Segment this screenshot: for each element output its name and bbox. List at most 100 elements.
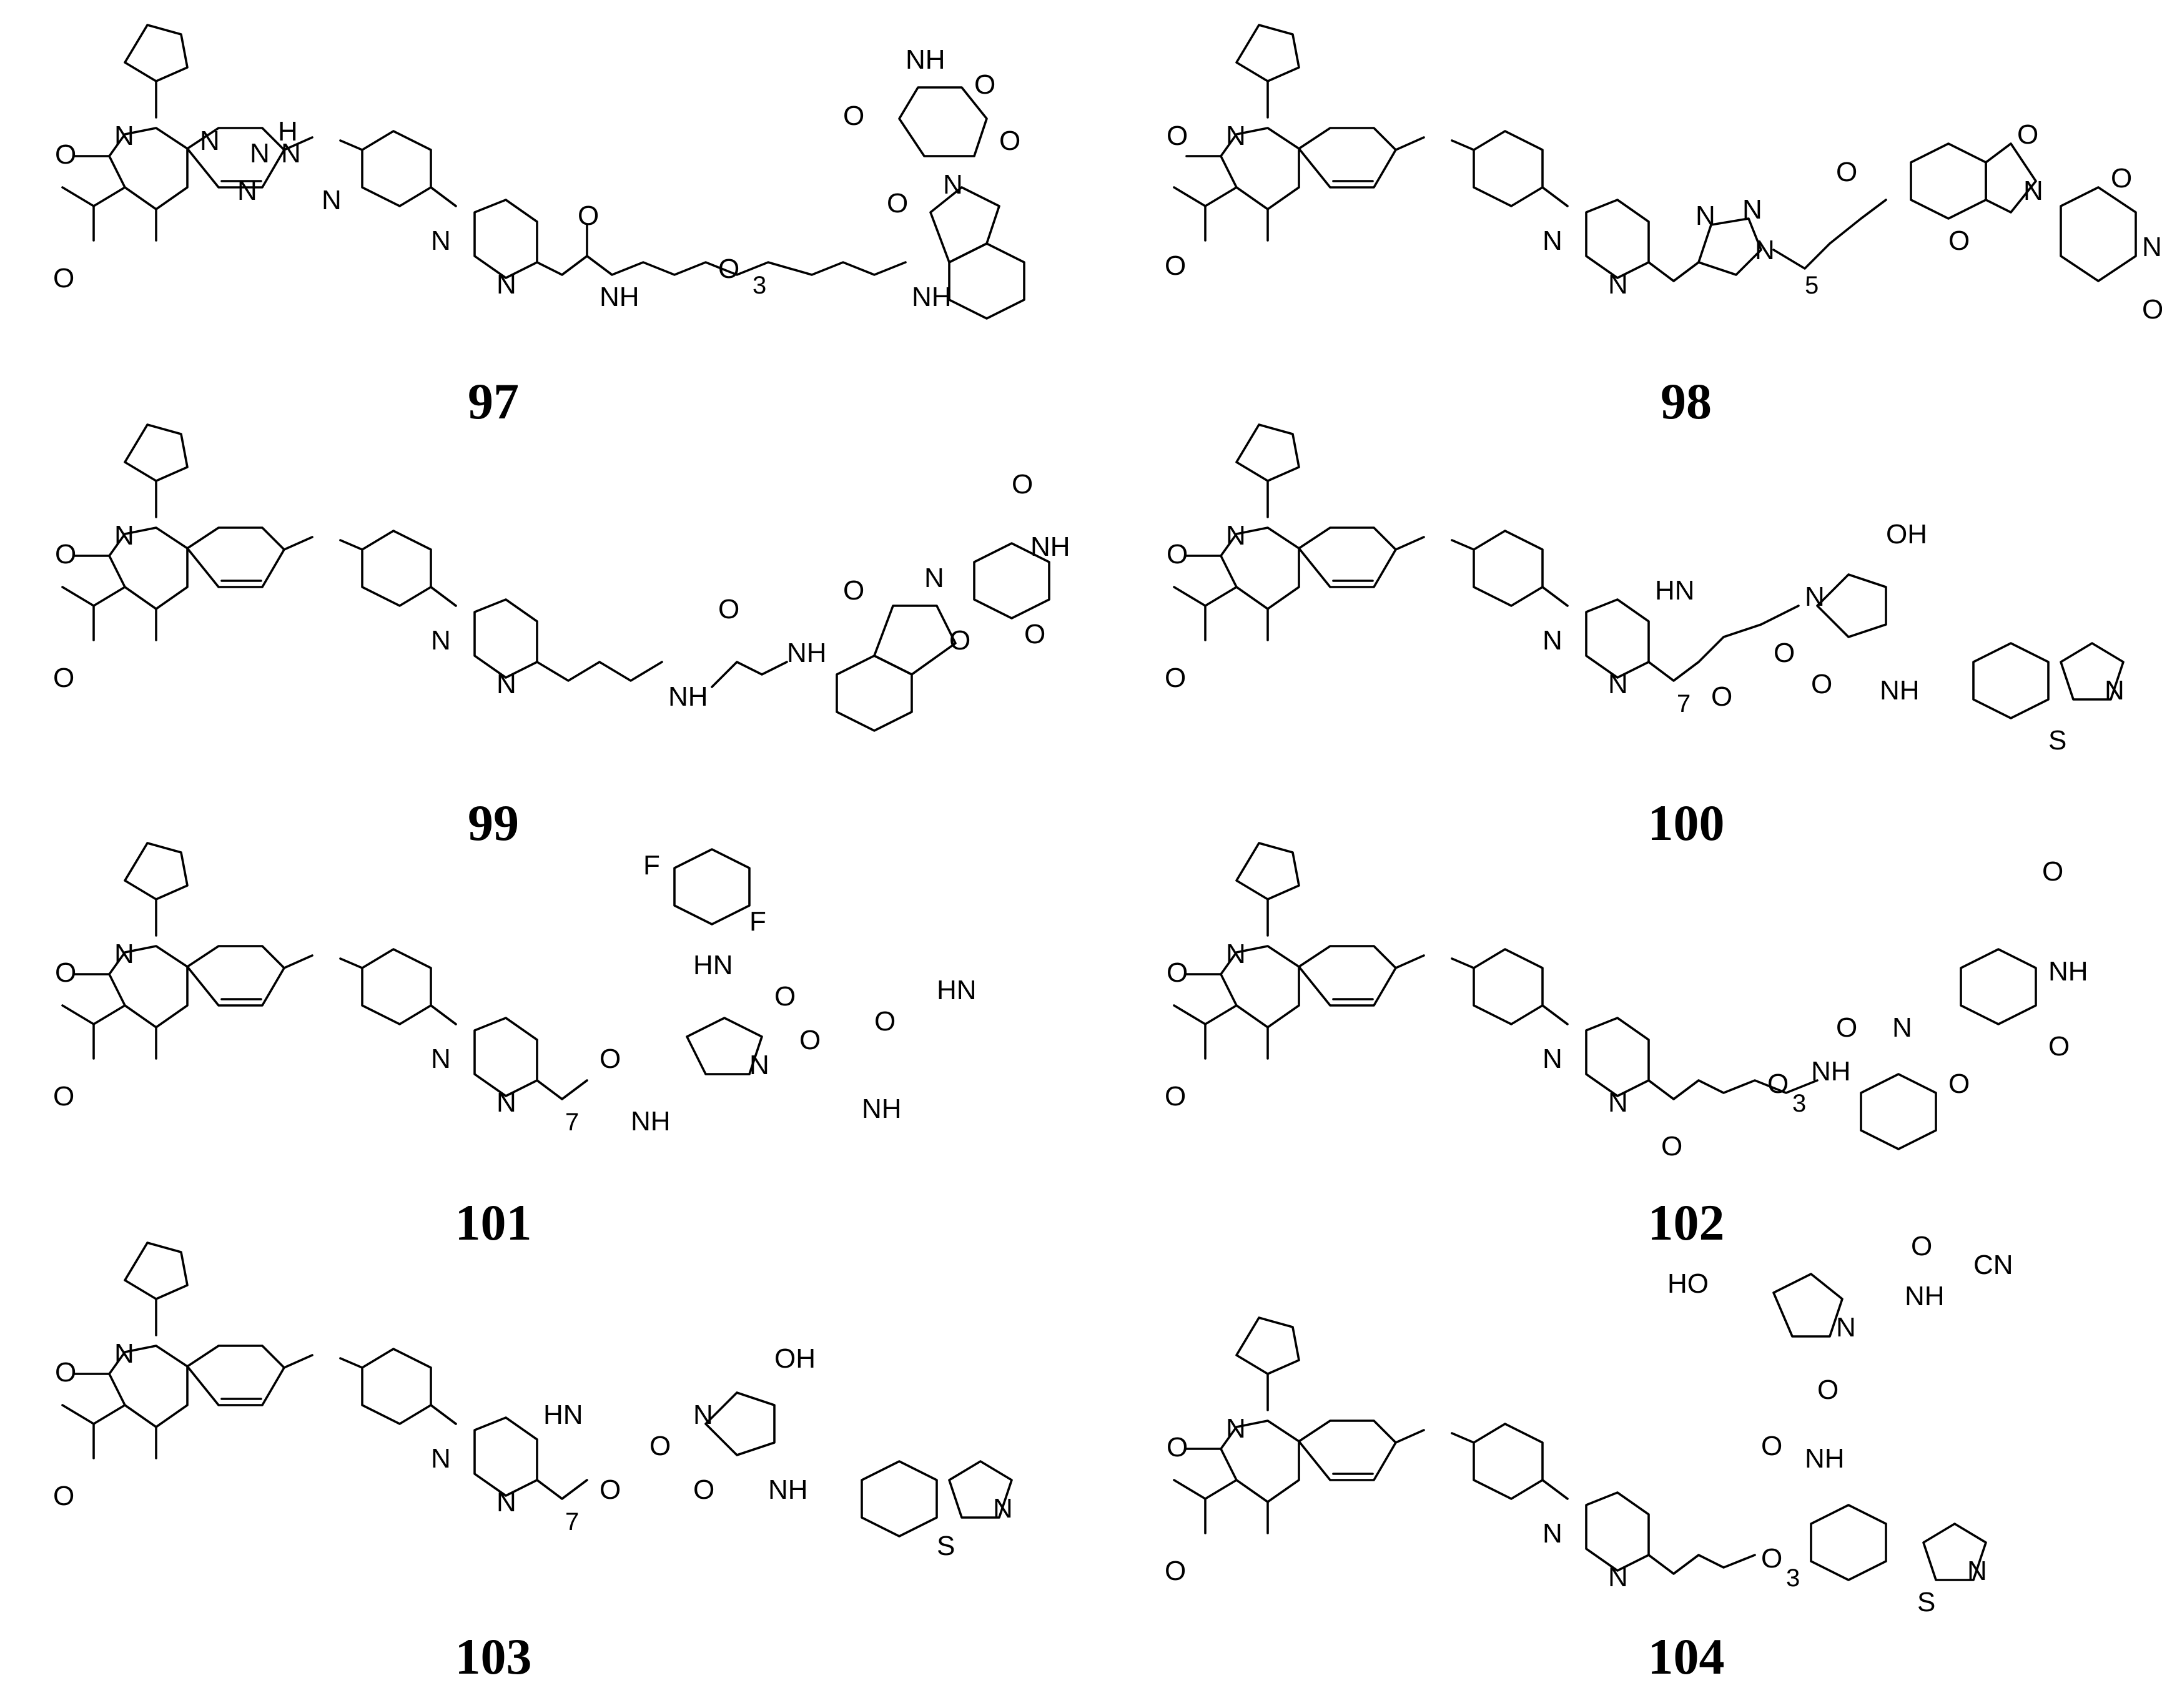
svg-text:N: N (1543, 225, 1562, 256)
svg-text:N: N (1543, 1044, 1562, 1074)
svg-text:N: N (943, 169, 963, 200)
svg-text:O: O (55, 539, 76, 570)
svg-text:N: N (431, 225, 451, 256)
svg-text:O: O (974, 69, 995, 100)
svg-text:N: N (496, 1487, 516, 1518)
compound-97-structure: N O O N N N H N N N N O NH O 3 NH O O N … (53, 24, 1025, 320)
svg-text:N: N (1226, 520, 1246, 551)
svg-text:N: N (281, 138, 301, 169)
svg-text:N: N (2023, 175, 2043, 206)
compound-label-99: 99 (468, 794, 519, 851)
compound-104-structure: N O O N N O 3 N S O NH HO N O NH O CN (1165, 1231, 2013, 1617)
svg-text:NH: NH (1811, 1056, 1851, 1087)
svg-text:3: 3 (1792, 1090, 1806, 1117)
svg-text:HN: HN (543, 1399, 583, 1430)
compound-label-104: 104 (1648, 1628, 1725, 1685)
compound-label-98: 98 (1661, 373, 1712, 430)
svg-text:O: O (600, 1474, 621, 1505)
svg-text:O: O (1165, 1081, 1186, 1112)
svg-text:3: 3 (753, 272, 766, 299)
svg-text:O: O (843, 101, 864, 131)
svg-text:NH: NH (1805, 1443, 1845, 1474)
svg-text:O: O (1024, 619, 1045, 649)
svg-text:N: N (322, 185, 342, 215)
svg-text:O: O (1167, 539, 1188, 570)
compound-label-100: 100 (1648, 794, 1725, 851)
svg-text:NH: NH (912, 282, 952, 312)
svg-text:O: O (1911, 1231, 1932, 1261)
svg-text:NH: NH (1030, 531, 1070, 562)
svg-text:NH: NH (2142, 232, 2162, 262)
svg-text:O: O (1811, 669, 1832, 699)
svg-text:O: O (53, 1081, 74, 1112)
svg-text:O: O (600, 1044, 621, 1074)
svg-text:O: O (1761, 1543, 1782, 1574)
svg-text:NH: NH (1905, 1281, 1945, 1311)
svg-text:OH: OH (774, 1343, 816, 1374)
compound-label-102: 102 (1648, 1194, 1725, 1251)
svg-text:HN: HN (693, 950, 733, 980)
svg-text:O: O (1836, 157, 1857, 187)
compound-100-structure: N O O N N 7 HN O N OH O O NH N S (1165, 423, 2125, 756)
svg-text:N: N (1608, 1087, 1628, 1118)
svg-text:7: 7 (1677, 690, 1691, 718)
svg-text:5: 5 (1805, 272, 1819, 299)
svg-text:HN: HN (937, 975, 977, 1005)
svg-text:N: N (1543, 625, 1562, 656)
svg-text:7: 7 (565, 1508, 579, 1536)
svg-text:O: O (1165, 1556, 1186, 1586)
svg-text:O: O (53, 1481, 74, 1511)
svg-text:N: N (993, 1493, 1013, 1524)
svg-text:NH: NH (768, 1474, 808, 1505)
svg-text:N: N (1696, 200, 1715, 231)
svg-text:O: O (1165, 250, 1186, 281)
svg-text:O: O (1761, 1431, 1782, 1461)
svg-text:O: O (1167, 957, 1188, 988)
svg-text:N: N (114, 939, 134, 969)
svg-text:O: O (1817, 1375, 1839, 1405)
svg-text:HO: HO (1667, 1268, 1709, 1299)
svg-text:H: H (278, 116, 298, 147)
svg-text:N: N (1608, 669, 1628, 699)
compound-label-103: 103 (455, 1628, 532, 1685)
svg-text:O: O (1167, 121, 1188, 151)
svg-text:CN: CN (1973, 1250, 2013, 1280)
svg-text:O: O (774, 981, 796, 1012)
svg-text:HN: HN (1655, 575, 1695, 606)
svg-text:N: N (431, 1443, 451, 1474)
svg-text:O: O (2111, 163, 2132, 194)
svg-text:O: O (693, 1474, 714, 1505)
svg-text:O: O (1767, 1069, 1789, 1099)
svg-text:OH: OH (1886, 519, 1927, 550)
svg-text:NH: NH (1880, 675, 1920, 706)
svg-text:O: O (1948, 1069, 1970, 1099)
svg-text:N: N (924, 563, 944, 593)
svg-text:N: N (250, 138, 270, 169)
compound-103-structure: N O O N N 7 HN O N OH O O NH N S (53, 1242, 1013, 1561)
svg-text:N: N (1226, 1413, 1246, 1444)
svg-text:N: N (200, 126, 220, 156)
svg-text:O: O (1165, 663, 1186, 693)
svg-text:O: O (2042, 856, 2063, 887)
svg-text:N: N (114, 520, 134, 551)
compound-101-structure: N O O N N 7 O N NH F F HN O O NH O HN (53, 842, 977, 1137)
svg-text:O: O (1774, 638, 1795, 668)
svg-text:N: N (114, 1338, 134, 1369)
svg-text:NH: NH (906, 44, 945, 75)
svg-text:N: N (1608, 1562, 1628, 1592)
svg-text:3: 3 (1786, 1564, 1800, 1592)
svg-text:NH: NH (787, 638, 827, 668)
svg-text:O: O (843, 575, 864, 606)
svg-text:O: O (1711, 681, 1732, 712)
svg-text:N: N (1226, 939, 1246, 969)
svg-text:N: N (237, 175, 257, 206)
compound-label-101: 101 (455, 1194, 532, 1251)
svg-text:O: O (55, 139, 76, 170)
svg-text:S: S (2048, 725, 2066, 756)
svg-text:N: N (1608, 269, 1628, 300)
svg-text:N: N (1836, 1312, 1856, 1343)
svg-text:O: O (718, 254, 739, 284)
svg-text:N: N (114, 121, 134, 151)
svg-text:NH: NH (668, 681, 708, 712)
